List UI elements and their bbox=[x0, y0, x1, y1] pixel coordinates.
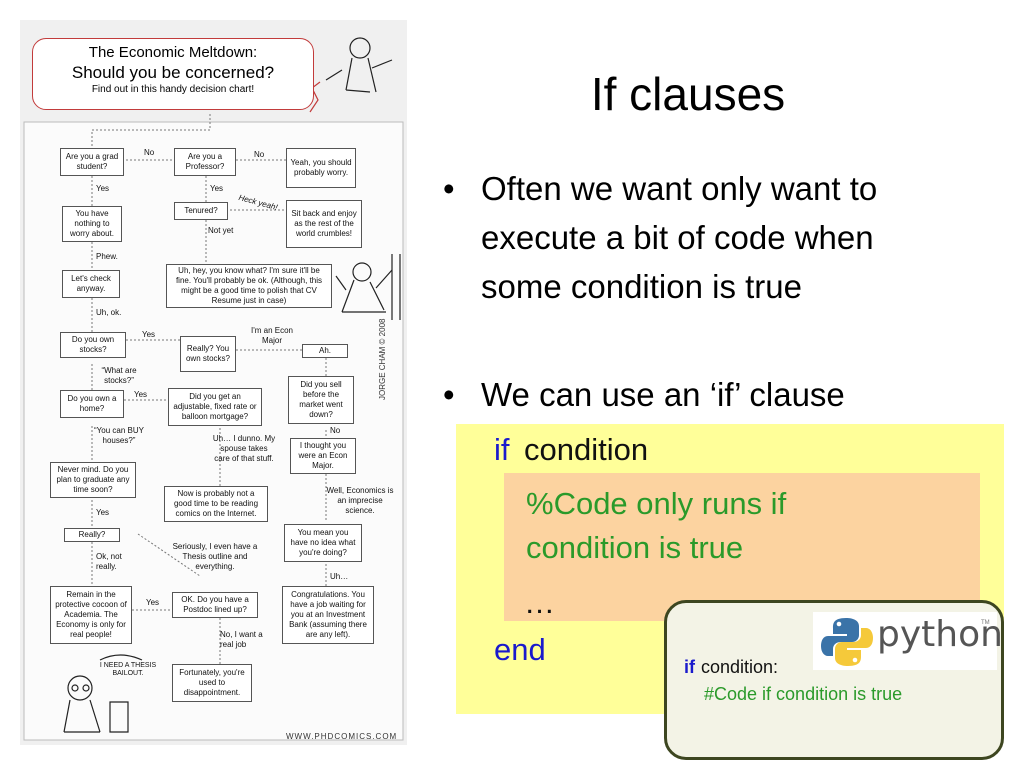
box-professor: Are you a Professor? bbox=[174, 148, 236, 176]
python-keyword-if: if bbox=[684, 657, 695, 677]
box-really: Really? bbox=[64, 528, 120, 542]
label-yes-2: Yes bbox=[210, 184, 224, 193]
box-should-worry: Yeah, you should probably worry. bbox=[286, 148, 356, 188]
label-uh-ok: Uh, ok. bbox=[96, 308, 122, 317]
box-mortgage: Did you get an adjustable, fixed rate or… bbox=[168, 388, 262, 426]
comic-title-line2: Should you be concerned? bbox=[71, 63, 275, 82]
comic-signature: JORGE CHAM © 2008 bbox=[378, 318, 387, 400]
label-ok-not-really: Ok, not really. bbox=[96, 552, 122, 571]
bullet-dot: • bbox=[443, 170, 455, 207]
code-keyword-end: end bbox=[494, 632, 546, 667]
python-condition: condition: bbox=[701, 657, 779, 677]
box-grad-student: Are you a grad student? bbox=[60, 148, 124, 176]
code-body-panel bbox=[504, 473, 980, 621]
label-well-econ: Well, Economics is an imprecise science. bbox=[326, 486, 394, 515]
label-yes-1: Yes bbox=[96, 184, 110, 193]
comic-flowchart-image: The Economic Meltdown: Should you be con… bbox=[20, 20, 407, 745]
bullet-2-text: We can use an ‘if’ clause bbox=[481, 376, 845, 413]
label-yes-3: Yes bbox=[142, 330, 156, 339]
box-nothing-to-worry: You have nothing to worry about. bbox=[62, 206, 122, 242]
label-no-1: No bbox=[144, 148, 155, 157]
code-condition: condition bbox=[524, 432, 649, 467]
python-comment: #Code if condition is true bbox=[704, 684, 903, 704]
comic-site-url: WWW.PHDCOMICS.COM bbox=[286, 732, 398, 741]
label-no-3: No bbox=[330, 426, 341, 435]
box-own-home: Do you own a home? bbox=[60, 390, 124, 418]
box-did-you-sell: Did you sell before the market went down… bbox=[288, 376, 354, 424]
box-really-stocks: Really? You own stocks? bbox=[180, 336, 236, 372]
box-uh-hey: Uh, hey, you know what? I'm sure it'll b… bbox=[166, 264, 332, 308]
python-logo-wordmark: python bbox=[877, 614, 1003, 655]
code-comment: %Code only runs if condition is true bbox=[526, 486, 787, 565]
box-lets-check: Let's check anyway. bbox=[62, 270, 120, 298]
code-ellipsis: … bbox=[524, 585, 555, 620]
box-congrats: Congratulations. You have a job waiting … bbox=[282, 586, 374, 644]
label-not-yet: Not yet bbox=[208, 226, 234, 235]
label-you-can-buy: “You can BUY houses?” bbox=[94, 426, 144, 445]
label-yes-5: Yes bbox=[96, 508, 110, 517]
label-econ-major: I'm an Econ Major bbox=[251, 326, 293, 345]
thought-bubble-text: I NEED A THESIS BAILOUT. bbox=[99, 662, 157, 677]
box-remain: Remain in the protective cocoon of Acade… bbox=[50, 586, 132, 644]
label-no-want-job: No, I want a real job bbox=[220, 630, 263, 649]
label-no-2: No bbox=[254, 150, 265, 159]
box-fortunately: Fortunately, you're used to disappointme… bbox=[172, 664, 252, 702]
comic-title-bubble: The Economic Meltdown: Should you be con… bbox=[32, 38, 314, 110]
label-yes-6: Yes bbox=[146, 598, 160, 607]
box-tenured: Tenured? bbox=[174, 202, 228, 220]
bullet-1-text: Often we want only want to execute a bit… bbox=[481, 170, 878, 305]
label-uh: Uh… bbox=[330, 572, 349, 581]
code-keyword-if: if bbox=[494, 432, 510, 467]
comic-title-line1: The Economic Meltdown: bbox=[88, 44, 258, 61]
python-logo: python TM bbox=[813, 612, 1003, 670]
box-postdoc: OK. Do you have a Postdoc lined up? bbox=[172, 592, 258, 618]
slide-title: If clauses bbox=[590, 68, 786, 120]
label-uh-dunno: Uh… I dunno. My spouse takes care of tha… bbox=[212, 434, 276, 463]
box-polish: Now is probably not a good time to be re… bbox=[164, 486, 268, 522]
bullet-dot: • bbox=[443, 376, 455, 413]
comic-title-line3: Find out in this handy decision chart! bbox=[91, 84, 255, 95]
python-logo-tm: TM bbox=[981, 620, 990, 626]
label-seriously: Seriously, I even have a Thesis outline … bbox=[172, 542, 258, 571]
box-econ-major: I thought you were an Econ Major. bbox=[290, 438, 356, 474]
label-what-are-stocks: “What are stocks?” bbox=[101, 366, 137, 385]
box-ah: Ah. bbox=[302, 344, 348, 358]
box-never-mind: Never mind. Do you plan to graduate any … bbox=[50, 462, 136, 498]
python-snake-icon bbox=[821, 618, 873, 666]
box-no-idea: You mean you have no idea what you're do… bbox=[284, 524, 362, 562]
label-phew: Phew. bbox=[96, 252, 118, 261]
box-own-stocks: Do you own stocks? bbox=[60, 332, 126, 358]
label-yes-4: Yes bbox=[134, 390, 148, 399]
box-sit-back: Sit back and enjoy as the rest of the wo… bbox=[286, 200, 362, 248]
